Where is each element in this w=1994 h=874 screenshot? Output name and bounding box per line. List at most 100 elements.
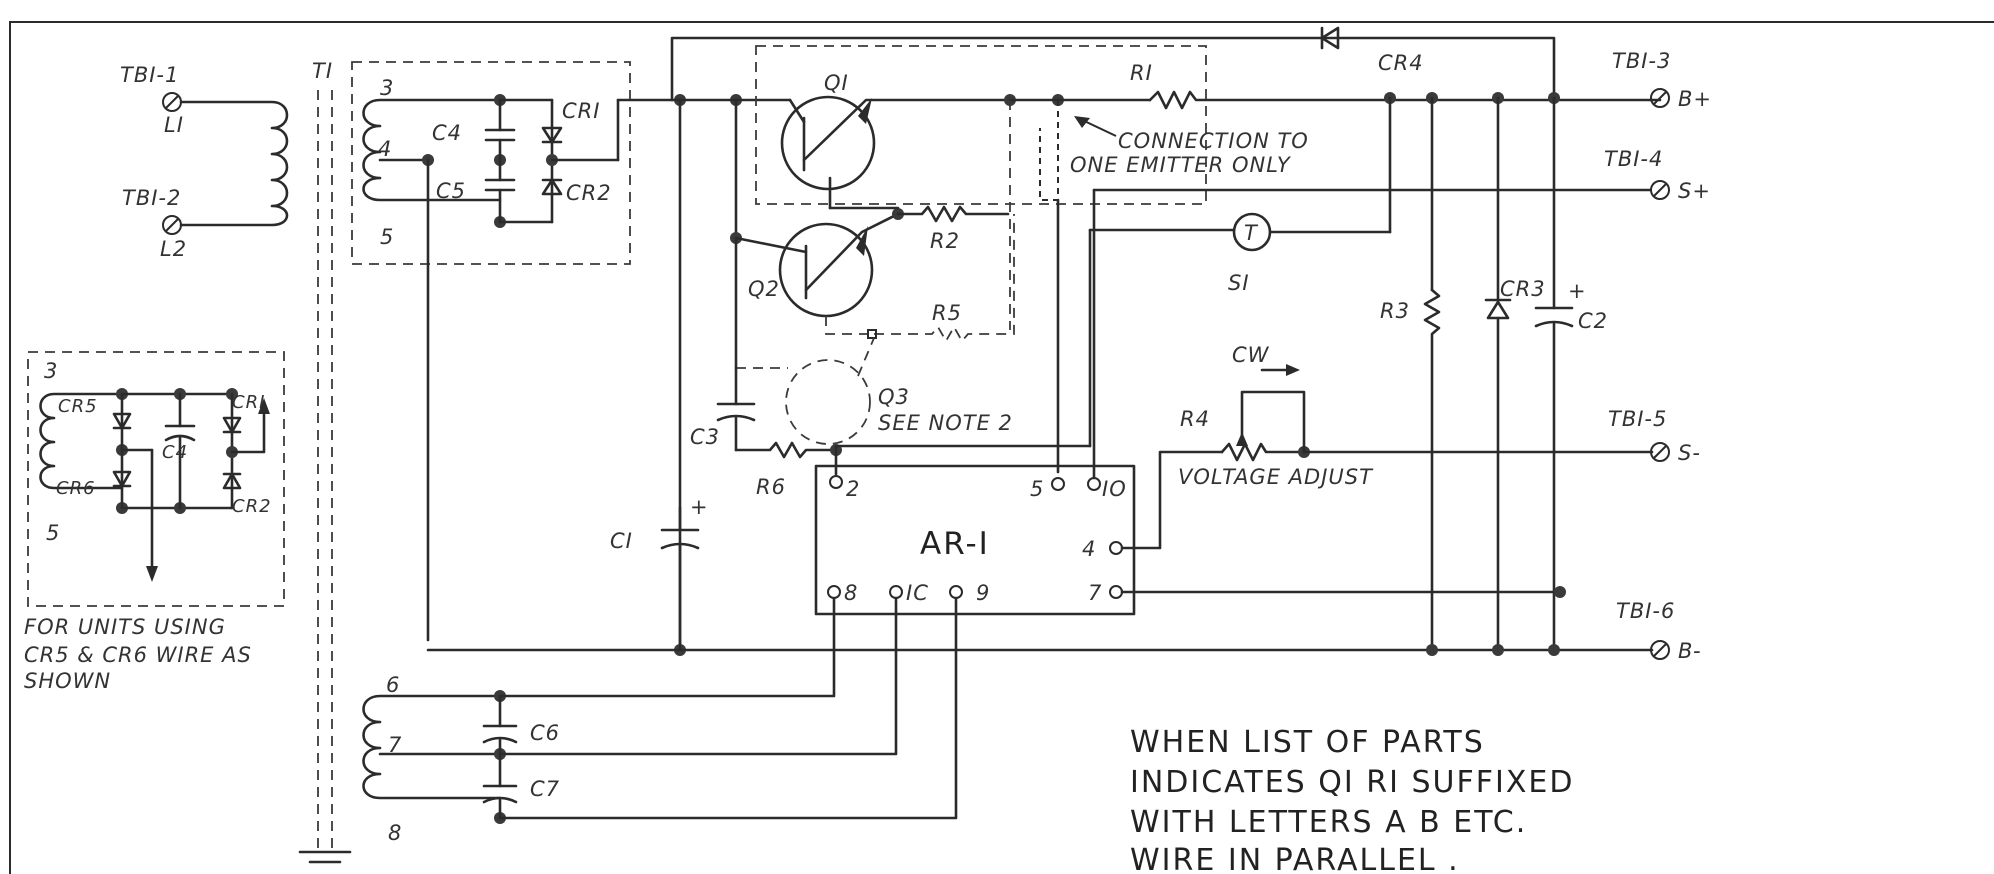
tb1-4-terminal <box>1650 180 1670 200</box>
q1-dashed-box <box>755 45 1207 205</box>
l1-inductor <box>179 100 289 227</box>
ar1-pin-7: 7 <box>1088 581 1102 605</box>
s-minus-label: S- <box>1678 441 1701 465</box>
inset-cr6-label: CR6 <box>56 478 96 499</box>
pin-8-label: 8 <box>388 821 402 845</box>
s1-symbol: T <box>1244 221 1259 245</box>
r1-label: RI <box>1130 61 1153 85</box>
tb1-1-label: TBI-1 <box>120 63 179 87</box>
cr3-label: CR3 <box>1500 277 1546 301</box>
pin-6-label: 6 <box>386 673 400 697</box>
c1-plus-label: + <box>690 495 709 519</box>
r6-label: R6 <box>756 475 786 499</box>
s-plus-label: S+ <box>1678 179 1711 203</box>
cr4-label: CR4 <box>1378 51 1424 75</box>
cr2-diode <box>541 178 563 196</box>
r2-label: R2 <box>930 229 960 253</box>
tb1-3-label: TBI-3 <box>1612 49 1671 73</box>
r1-resistor <box>1148 90 1662 110</box>
r4-label: R4 <box>1180 407 1210 431</box>
inset-pin-3: 3 <box>44 359 58 383</box>
secondary-winding <box>362 98 502 202</box>
rectifier-dashed-box <box>351 61 631 265</box>
tb1-6-terminal <box>1650 640 1670 660</box>
cr4-diode <box>1320 26 1340 50</box>
ar1-pin-4: 4 <box>1082 537 1096 561</box>
parts-note: WHEN LIST OF PARTS INDICATES QI RI SUFFI… <box>1130 725 1574 874</box>
c7-label: C7 <box>530 777 560 801</box>
tb1-4-label: TBI-4 <box>1604 147 1663 171</box>
connection-note-line-2: ONE EMITTER ONLY <box>1070 153 1292 177</box>
ar1-pin-5: 5 <box>1030 477 1044 501</box>
cw-label: CW <box>1232 343 1270 367</box>
note-line-3: WITH LETTERS A B ETC. <box>1130 805 1527 840</box>
s1-thermostat <box>1232 212 1272 252</box>
r3-label: R3 <box>1380 299 1410 323</box>
ar1-block <box>814 464 1136 616</box>
inset-note-line-2: CR5 & CR6 WIRE AS <box>24 643 252 667</box>
tb1-5-terminal <box>1650 442 1670 462</box>
inset-cr5-label: CR5 <box>58 396 98 417</box>
inset-alternate-wiring: 3 5 CR5 CR6 C4 CRI CR2 FOR UNITS USING C… <box>24 351 285 693</box>
connection-note-line-1: CONNECTION TO <box>1118 129 1309 153</box>
pin-3-label: 3 <box>380 76 394 100</box>
drawing-frame <box>9 21 1994 874</box>
q3-label: Q3 <box>878 385 910 409</box>
q3-transistor <box>785 359 871 445</box>
q1-transistor <box>780 95 876 191</box>
c4-label: C4 <box>432 121 462 145</box>
input-section: TBI-1 LI TBI-2 L2 TI <box>120 59 352 864</box>
b-plus-label: B+ <box>1678 87 1712 111</box>
c2-plus-label: + <box>1568 279 1587 303</box>
c3-label: C3 <box>690 425 720 449</box>
pin-5-label: 5 <box>380 225 394 249</box>
ar1-label: AR-I <box>920 526 990 562</box>
cr2-label: CR2 <box>566 181 612 205</box>
pin-4-label: 4 <box>378 137 392 161</box>
l2-label: L2 <box>160 237 187 261</box>
t1-label: TI <box>312 59 333 83</box>
r3-resistor <box>1423 288 1441 652</box>
q2-label: Q2 <box>748 277 780 301</box>
l1-label: LI <box>164 113 184 137</box>
b-minus-label: B- <box>1678 639 1702 663</box>
ar1-pin-8: 8 <box>844 581 858 605</box>
cr4-loop-wire <box>670 36 1556 102</box>
c1-label: CI <box>610 529 633 553</box>
inset-dashed-box <box>27 351 285 607</box>
ar1-pin-10-bottom: IC <box>906 581 929 605</box>
ar1-pin-9: 9 <box>976 581 990 605</box>
note-line-1: WHEN LIST OF PARTS <box>1130 725 1485 760</box>
c2-label: C2 <box>1578 309 1608 333</box>
regulator-section: CR4 QI RI CONNECTION TO ONE EMITTER ONLY <box>610 26 1662 656</box>
rectifier-section: 3 4 5 C4 C5 CRI CR2 <box>351 61 674 642</box>
output-section: T SI R3 CR3 + C2 CW R4 VOLTAGE ADJUST <box>426 49 1712 663</box>
ar1-section: AR-I 2 5 IO 4 7 8 IC 9 <box>814 188 1652 616</box>
note-line-4: WIRE IN PARALLEL . <box>1130 843 1460 874</box>
cr1-diode <box>541 126 563 144</box>
q1-label: QI <box>824 71 849 95</box>
voltage-adjust-label: VOLTAGE ADJUST <box>1178 465 1374 489</box>
cr1-label: CRI <box>562 99 600 123</box>
r4-resistor <box>1220 442 1306 462</box>
see-note-2-label: SEE NOTE 2 <box>878 411 1013 435</box>
cr3-diode <box>1484 298 1512 320</box>
c6-label: C6 <box>530 721 560 745</box>
tb1-2-label: TBI-2 <box>122 186 181 210</box>
inset-pin-5: 5 <box>46 521 60 545</box>
tb1-5-label: TBI-5 <box>1608 407 1667 431</box>
inset-cr2-label: CR2 <box>232 496 272 517</box>
s1-label: SI <box>1228 271 1250 295</box>
inset-c4-label: C4 <box>162 442 188 463</box>
inset-note-line-1: FOR UNITS USING <box>24 615 226 639</box>
pin-7-label: 7 <box>388 733 402 757</box>
c5-label: C5 <box>436 179 466 203</box>
ar1-pin-10: IO <box>1102 477 1127 501</box>
inset-note-line-3: SHOWN <box>24 669 111 693</box>
inset-cr1-label: CRI <box>232 392 265 413</box>
tb1-3-terminal <box>1650 88 1670 108</box>
note-line-2: INDICATES QI RI SUFFIXED <box>1130 765 1574 800</box>
auxiliary-winding: 6 7 8 C6 C7 <box>362 596 958 845</box>
tb1-6-label: TBI-6 <box>1616 599 1675 623</box>
